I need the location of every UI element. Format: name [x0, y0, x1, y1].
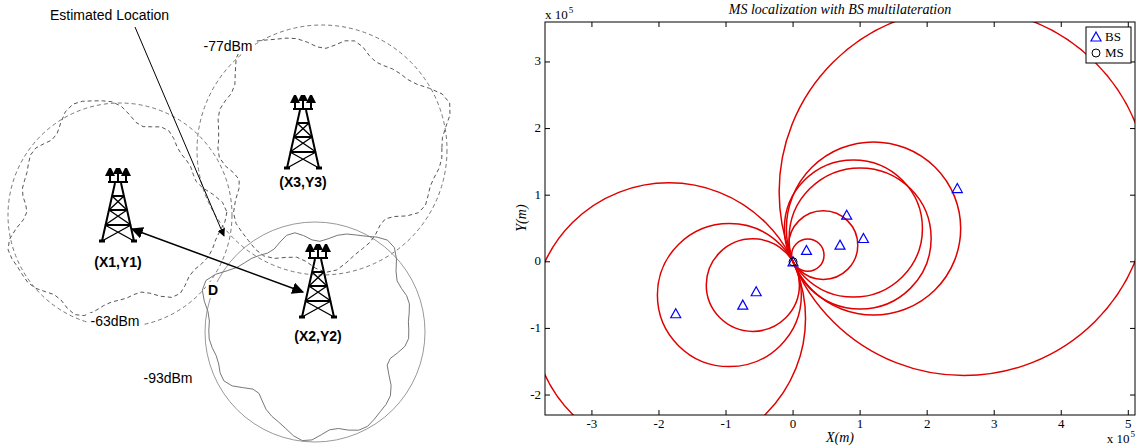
tick-label: 3 — [991, 417, 998, 432]
tick-mark — [545, 261, 550, 262]
locus-curve — [545, 183, 806, 415]
tower-symbol — [299, 245, 337, 317]
coordinate-label: (X1,Y1) — [92, 254, 143, 270]
locus-curve — [779, 22, 1135, 376]
tower-symbol — [99, 169, 137, 241]
tick-mark — [545, 61, 550, 62]
bs-marker — [671, 309, 681, 318]
tick-mark — [1130, 128, 1135, 129]
tick-mark — [927, 22, 928, 27]
tick-mark — [793, 22, 794, 27]
tick-label: 5 — [1125, 417, 1132, 432]
coordinate-label: (X2,Y2) — [292, 328, 343, 344]
callout-label: Estimated Location — [48, 7, 171, 23]
ms-marker — [789, 258, 797, 266]
tick-label: -2 — [654, 417, 665, 432]
tick-label: 0 — [535, 254, 542, 269]
tick-mark — [545, 128, 550, 129]
coverage-outline — [202, 233, 409, 441]
tick-mark — [927, 410, 928, 415]
bs-marker — [952, 184, 962, 193]
tick-label: -3 — [587, 417, 598, 432]
tick-label: -1 — [530, 321, 541, 336]
tick-mark — [1130, 195, 1135, 196]
tick-mark — [1128, 410, 1129, 415]
bs-marker — [788, 257, 798, 266]
tick-mark — [860, 410, 861, 415]
signal-label: -77dBm — [201, 38, 254, 54]
tick-mark — [1128, 22, 1129, 27]
plot-area — [545, 22, 1135, 415]
locus-curve — [657, 224, 801, 367]
bs-marker — [801, 245, 811, 254]
tick-mark — [793, 410, 794, 415]
tick-label: 3 — [535, 54, 542, 69]
signal-label: -63dBm — [88, 313, 141, 329]
tick-mark — [658, 22, 659, 27]
tick-mark — [994, 22, 995, 27]
tick-label: -1 — [721, 417, 732, 432]
tick-mark — [726, 410, 727, 415]
tick-label: 2 — [535, 121, 542, 136]
tick-label: 0 — [790, 417, 797, 432]
bs-marker — [751, 287, 761, 296]
axes-frame — [545, 22, 1135, 415]
tick-mark — [860, 22, 861, 27]
tick-label: 2 — [924, 417, 931, 432]
bs-marker — [1091, 32, 1101, 41]
distance-label: D — [206, 282, 220, 298]
bs-marker — [835, 240, 845, 249]
tick-mark — [1130, 395, 1135, 396]
plot-title: MS localization with BS multilateration — [729, 2, 951, 18]
legend-marker — [1092, 49, 1100, 57]
tick-mark — [1061, 22, 1062, 27]
tick-mark — [1130, 328, 1135, 329]
leader-arrow — [135, 27, 224, 236]
tick-label: 1 — [535, 188, 542, 203]
locus-curve — [786, 142, 960, 315]
tick-mark — [545, 395, 550, 396]
locus-curve — [789, 211, 858, 280]
tick-label: 4 — [1058, 417, 1065, 432]
coverage-outline — [8, 101, 227, 316]
tick-mark — [591, 22, 592, 27]
tick-mark — [1130, 261, 1135, 262]
axis-multiplier: x 105 — [545, 5, 573, 23]
axis-label: Y(m) — [514, 204, 530, 231]
bs-marker — [858, 233, 868, 242]
signal-label: -93dBm — [141, 370, 194, 386]
tick-label: 1 — [857, 417, 864, 432]
multiplier-exponent: 5 — [569, 5, 574, 15]
tick-mark — [658, 410, 659, 415]
range-circle — [197, 25, 447, 275]
coordinate-label: (X3,Y3) — [277, 174, 328, 190]
bs-marker — [738, 300, 748, 309]
multiplier-base: x 10 — [545, 7, 568, 22]
tick-mark — [1061, 410, 1062, 415]
tower-symbol — [284, 96, 322, 168]
locus-curve — [784, 160, 922, 297]
legend-text: BS — [1105, 30, 1121, 45]
tick-mark — [726, 22, 727, 27]
legend-marker — [1091, 32, 1101, 41]
coverage-outline — [218, 38, 450, 272]
multiplier-base: x 10 — [1107, 431, 1130, 446]
tick-label: -2 — [530, 388, 541, 403]
locus-curve — [706, 239, 799, 332]
tick-mark — [545, 328, 550, 329]
locus-curve — [792, 239, 824, 271]
tick-mark — [994, 410, 995, 415]
tick-mark — [545, 195, 550, 196]
tick-mark — [591, 410, 592, 415]
range-circle — [8, 103, 232, 327]
axis-multiplier: x 105 — [1107, 429, 1135, 447]
axis-label: X(m) — [826, 430, 854, 446]
bs-marker — [842, 210, 852, 219]
range-circle — [205, 222, 425, 442]
legend-box — [1086, 27, 1131, 63]
legend-text: MS — [1105, 46, 1124, 61]
